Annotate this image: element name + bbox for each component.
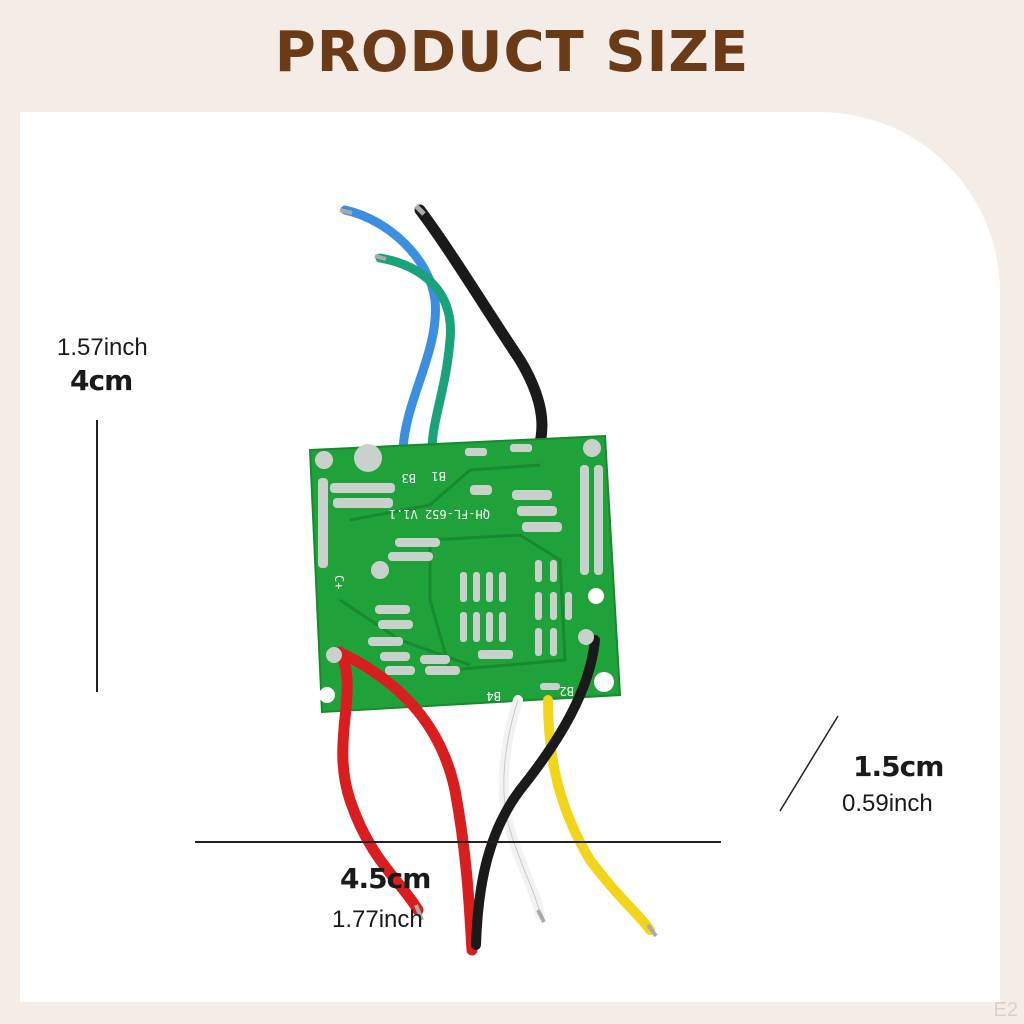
depth-inch-label: 0.59inch xyxy=(842,790,933,817)
svg-text:QH-FL-652 V1.1: QH-FL-652 V1.1 xyxy=(389,507,490,521)
svg-text:B1: B1 xyxy=(432,469,446,483)
height-cm-label: 4cm xyxy=(70,364,133,397)
width-inch-label: 1.77inch xyxy=(332,906,423,933)
svg-text:C+: C+ xyxy=(332,575,346,589)
svg-text:B2: B2 xyxy=(560,684,574,698)
width-dimension-line xyxy=(195,841,721,843)
page-title: PRODUCT SIZE xyxy=(274,20,750,85)
pcb: B3 B1 B4 B2 C+ QH-FL-652 V1.1 xyxy=(308,434,622,714)
svg-text:B4: B4 xyxy=(487,689,501,703)
depth-cm-label: 1.5cm xyxy=(853,750,944,783)
svg-text:B3: B3 xyxy=(402,471,416,485)
corner-mark: E2 xyxy=(993,999,1018,1021)
width-cm-label: 4.5cm xyxy=(340,862,431,895)
height-inch-label: 1.57inch xyxy=(57,334,148,361)
height-dimension-line xyxy=(96,420,98,692)
